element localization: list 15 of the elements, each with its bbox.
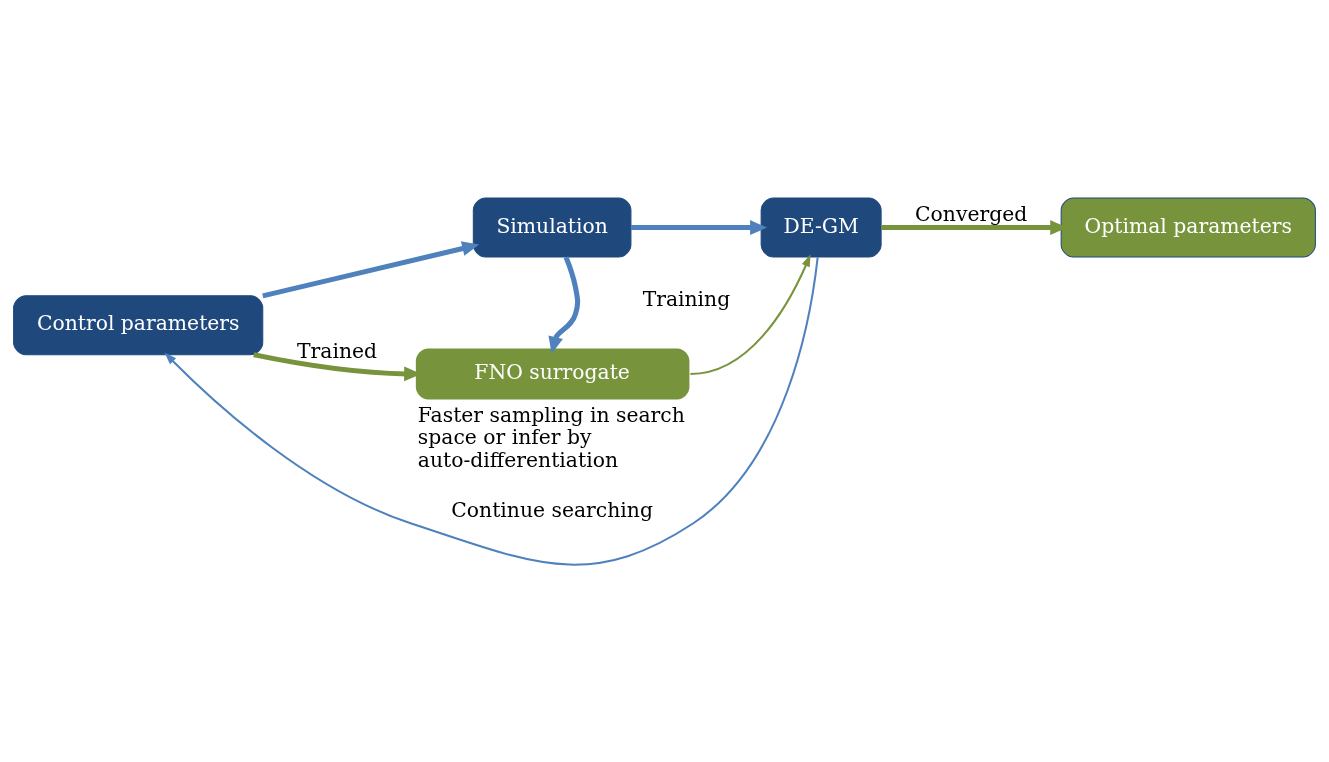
arrow xyxy=(631,219,768,235)
edge-label: Trained xyxy=(296,338,378,363)
arrow xyxy=(690,253,811,375)
node-box: DE-GM xyxy=(760,197,882,258)
arrow xyxy=(164,256,819,565)
arrow xyxy=(262,240,480,298)
node-box: FNO surrogate xyxy=(415,348,690,399)
node-box: Control parameters xyxy=(13,294,264,355)
edge-label: Training xyxy=(642,286,731,311)
edge-label: Converged xyxy=(915,201,1028,226)
node-label: Faster sampling in search space or infer by auto-differentiation xyxy=(417,402,685,472)
node-box: Simulation xyxy=(472,197,632,258)
arrow xyxy=(548,255,581,354)
edge-label: Continue searching xyxy=(451,497,653,522)
node-box: Optimal parameters xyxy=(1060,197,1316,258)
